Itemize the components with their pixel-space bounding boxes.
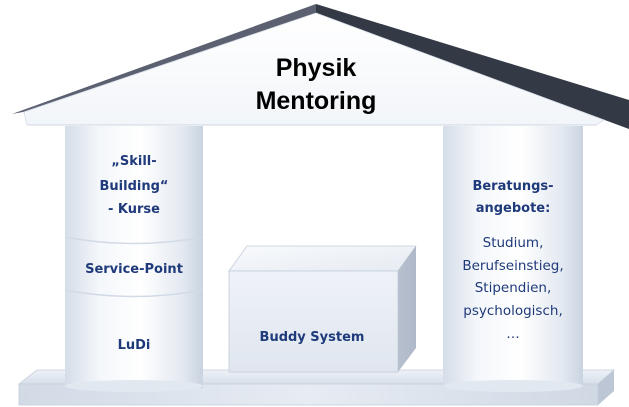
right-pillar-body bbox=[443, 126, 583, 388]
left-pillar-body bbox=[65, 126, 203, 388]
beratungs-heading-line-1: Beratungs- bbox=[472, 179, 553, 194]
center-box-front bbox=[228, 270, 399, 373]
beratung-item-berufseinstieg: Berufseinstieg, bbox=[462, 258, 563, 274]
left-pillar-divider-2 bbox=[64, 289, 204, 298]
roof-dark-slope bbox=[316, 4, 629, 129]
left-pillar-bottom bbox=[65, 380, 203, 392]
service-point-label: Service-Point bbox=[85, 262, 183, 277]
center-box-top bbox=[228, 245, 417, 272]
ludi-label: LuDi bbox=[118, 338, 151, 353]
beratung-item-ellipsis: … bbox=[506, 326, 520, 342]
beratung-item-psychologisch: psychologisch, bbox=[463, 303, 562, 319]
skill-building-label-line-3: - Kurse bbox=[108, 202, 160, 217]
center-box bbox=[228, 245, 417, 373]
beratungs-heading-line-2: angebote: bbox=[476, 201, 551, 216]
center-box-side bbox=[398, 246, 416, 372]
right-pillar bbox=[443, 126, 583, 392]
beratung-item-stipendien: Stipendien, bbox=[475, 280, 552, 296]
right-pillar-bottom bbox=[443, 380, 583, 392]
skill-building-label-line-2: Building“ bbox=[100, 179, 169, 194]
left-pillar bbox=[64, 126, 204, 392]
skill-building-label-line-1: „Skill- bbox=[111, 154, 156, 169]
roof-title-line-1: Physik bbox=[276, 54, 357, 82]
beratung-item-studium: Studium, bbox=[483, 235, 544, 251]
left-pillar-divider-1 bbox=[64, 236, 204, 245]
base-side-face bbox=[598, 370, 614, 405]
buddy-system-label: Buddy System bbox=[260, 330, 365, 345]
roof-light-slope bbox=[12, 4, 316, 114]
roof bbox=[12, 4, 629, 129]
roof-title-line-2: Mentoring bbox=[256, 87, 377, 115]
